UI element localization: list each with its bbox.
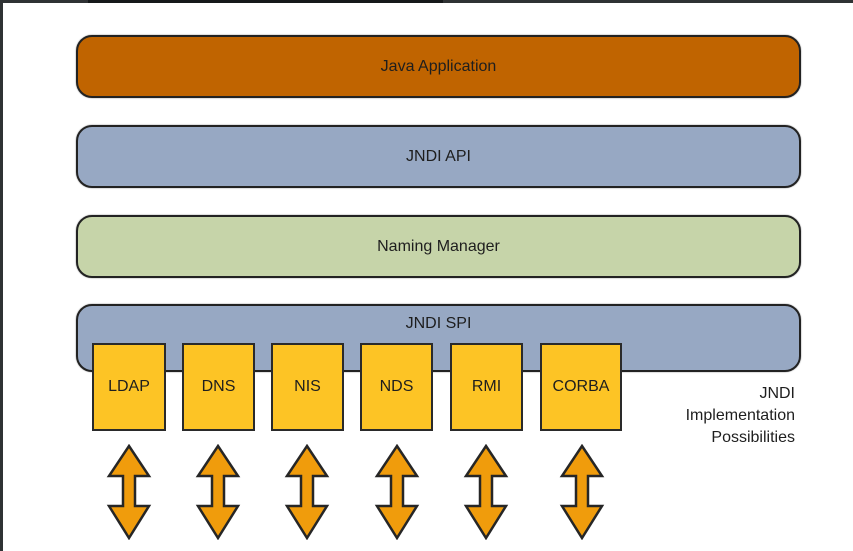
implementation-ldap: LDAP (92, 343, 166, 431)
note-line: JNDI (759, 385, 795, 402)
bidirectional-arrow-icon (106, 444, 152, 540)
implementation-possibilities-note: JNDI Implementation Possibilities (623, 383, 795, 449)
bidirectional-arrow-icon (559, 444, 605, 540)
bidirectional-arrow-icon (195, 444, 241, 540)
implementation-label: NIS (294, 378, 321, 395)
implementation-label: LDAP (108, 378, 150, 395)
jndi-spi-label: JNDI SPI (405, 315, 472, 332)
implementation-nis: NIS (271, 343, 344, 431)
java-application-layer: Java Application (76, 35, 801, 98)
implementation-corba: CORBA (540, 343, 622, 431)
implementation-label: RMI (471, 378, 502, 395)
jndi-api-label: JNDI API (406, 147, 471, 165)
java-application-label: Java Application (380, 57, 497, 75)
implementation-label: DNS (201, 378, 236, 395)
bidirectional-arrow-icon (284, 444, 330, 540)
implementation-dns: DNS (182, 343, 255, 431)
note-line: Possibilities (711, 429, 795, 446)
window-top-edge (88, 0, 443, 3)
note-line: Implementation (685, 407, 795, 424)
bidirectional-arrow-icon (463, 444, 509, 540)
naming-manager-layer: Naming Manager (76, 215, 801, 278)
implementation-label: NDS (379, 378, 414, 395)
naming-manager-label: Naming Manager (377, 237, 500, 255)
diagram-canvas: Java Application JNDI API Naming Manager… (3, 3, 853, 551)
jndi-api-layer: JNDI API (76, 125, 801, 188)
implementation-label: CORBA (552, 378, 610, 395)
implementation-nds: NDS (360, 343, 433, 431)
implementation-rmi: RMI (450, 343, 523, 431)
bidirectional-arrow-icon (374, 444, 420, 540)
